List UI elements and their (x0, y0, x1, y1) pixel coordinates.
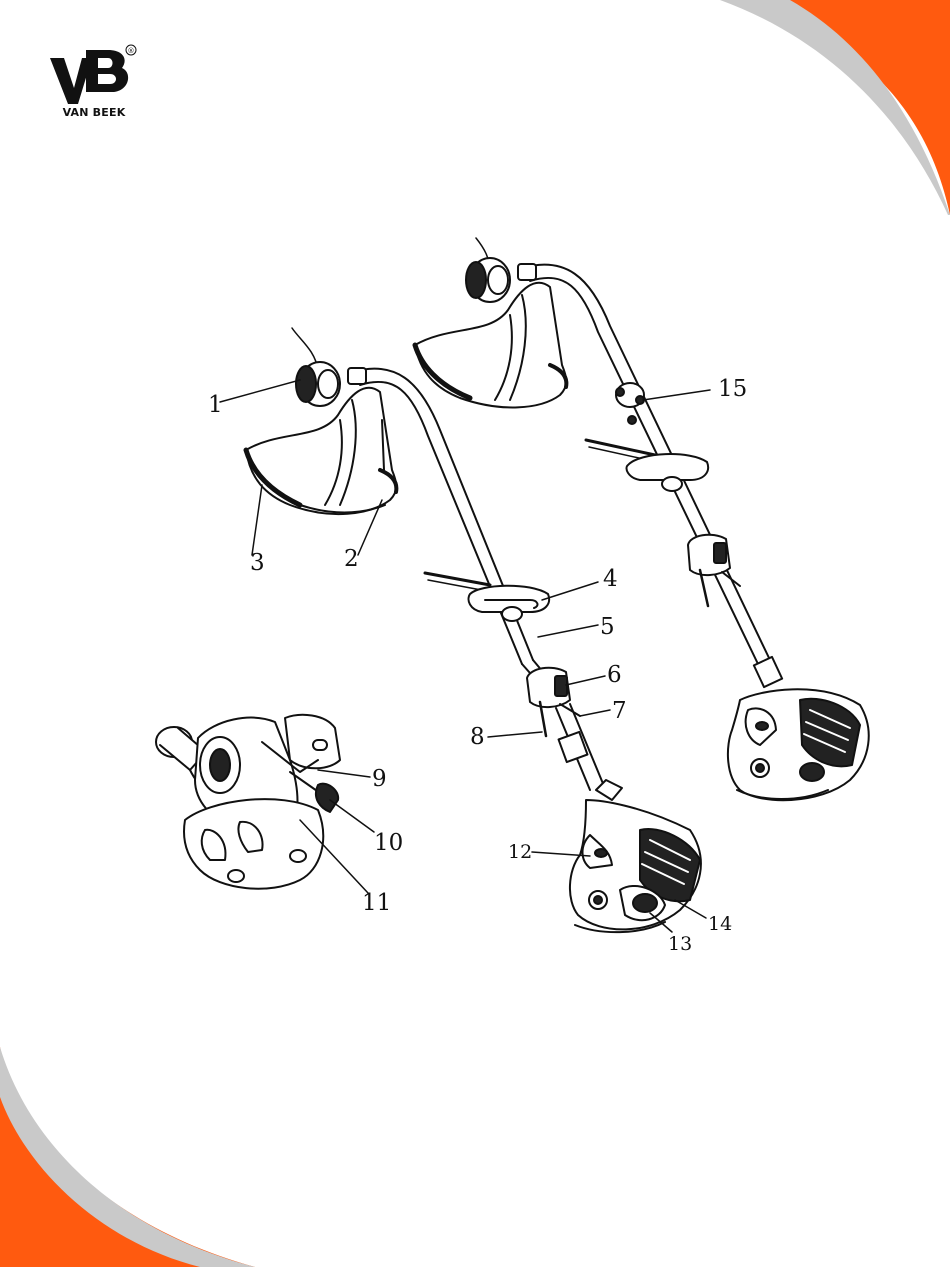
leader-15 (643, 390, 710, 400)
callout-3: 3 (250, 550, 265, 576)
spool-head (296, 362, 340, 406)
callout-14: 14 (708, 913, 732, 935)
handle-loop-right (586, 440, 708, 491)
leader-1 (220, 380, 300, 402)
callout-10: 10 (374, 830, 403, 856)
callout-13: 13 (668, 933, 692, 955)
engine-unit-right (728, 689, 869, 800)
throttle-trigger (527, 668, 580, 736)
spool-head-right (466, 258, 510, 302)
leader-9 (318, 770, 370, 777)
callout-15: 15 (718, 376, 747, 402)
callout-12: 12 (508, 841, 532, 863)
callout-4: 4 (603, 566, 618, 592)
leader-10 (330, 800, 374, 832)
throttle-right (688, 535, 740, 606)
leader-7 (580, 710, 610, 716)
callout-6: 6 (607, 662, 622, 688)
leader-5 (538, 625, 598, 637)
leader-4 (542, 582, 598, 600)
leader-8 (488, 732, 542, 737)
callout-8: 8 (470, 724, 485, 750)
trimmer-right (415, 238, 869, 800)
leader-3 (252, 485, 262, 555)
leader-6 (566, 676, 605, 685)
callout-11: 11 (362, 890, 391, 916)
engine-detail (156, 715, 340, 889)
callout-1: 1 (208, 392, 223, 418)
callout-7: 7 (612, 698, 627, 724)
callout-2: 2 (344, 546, 359, 572)
callout-5: 5 (600, 614, 615, 640)
callout-9: 9 (372, 766, 387, 792)
